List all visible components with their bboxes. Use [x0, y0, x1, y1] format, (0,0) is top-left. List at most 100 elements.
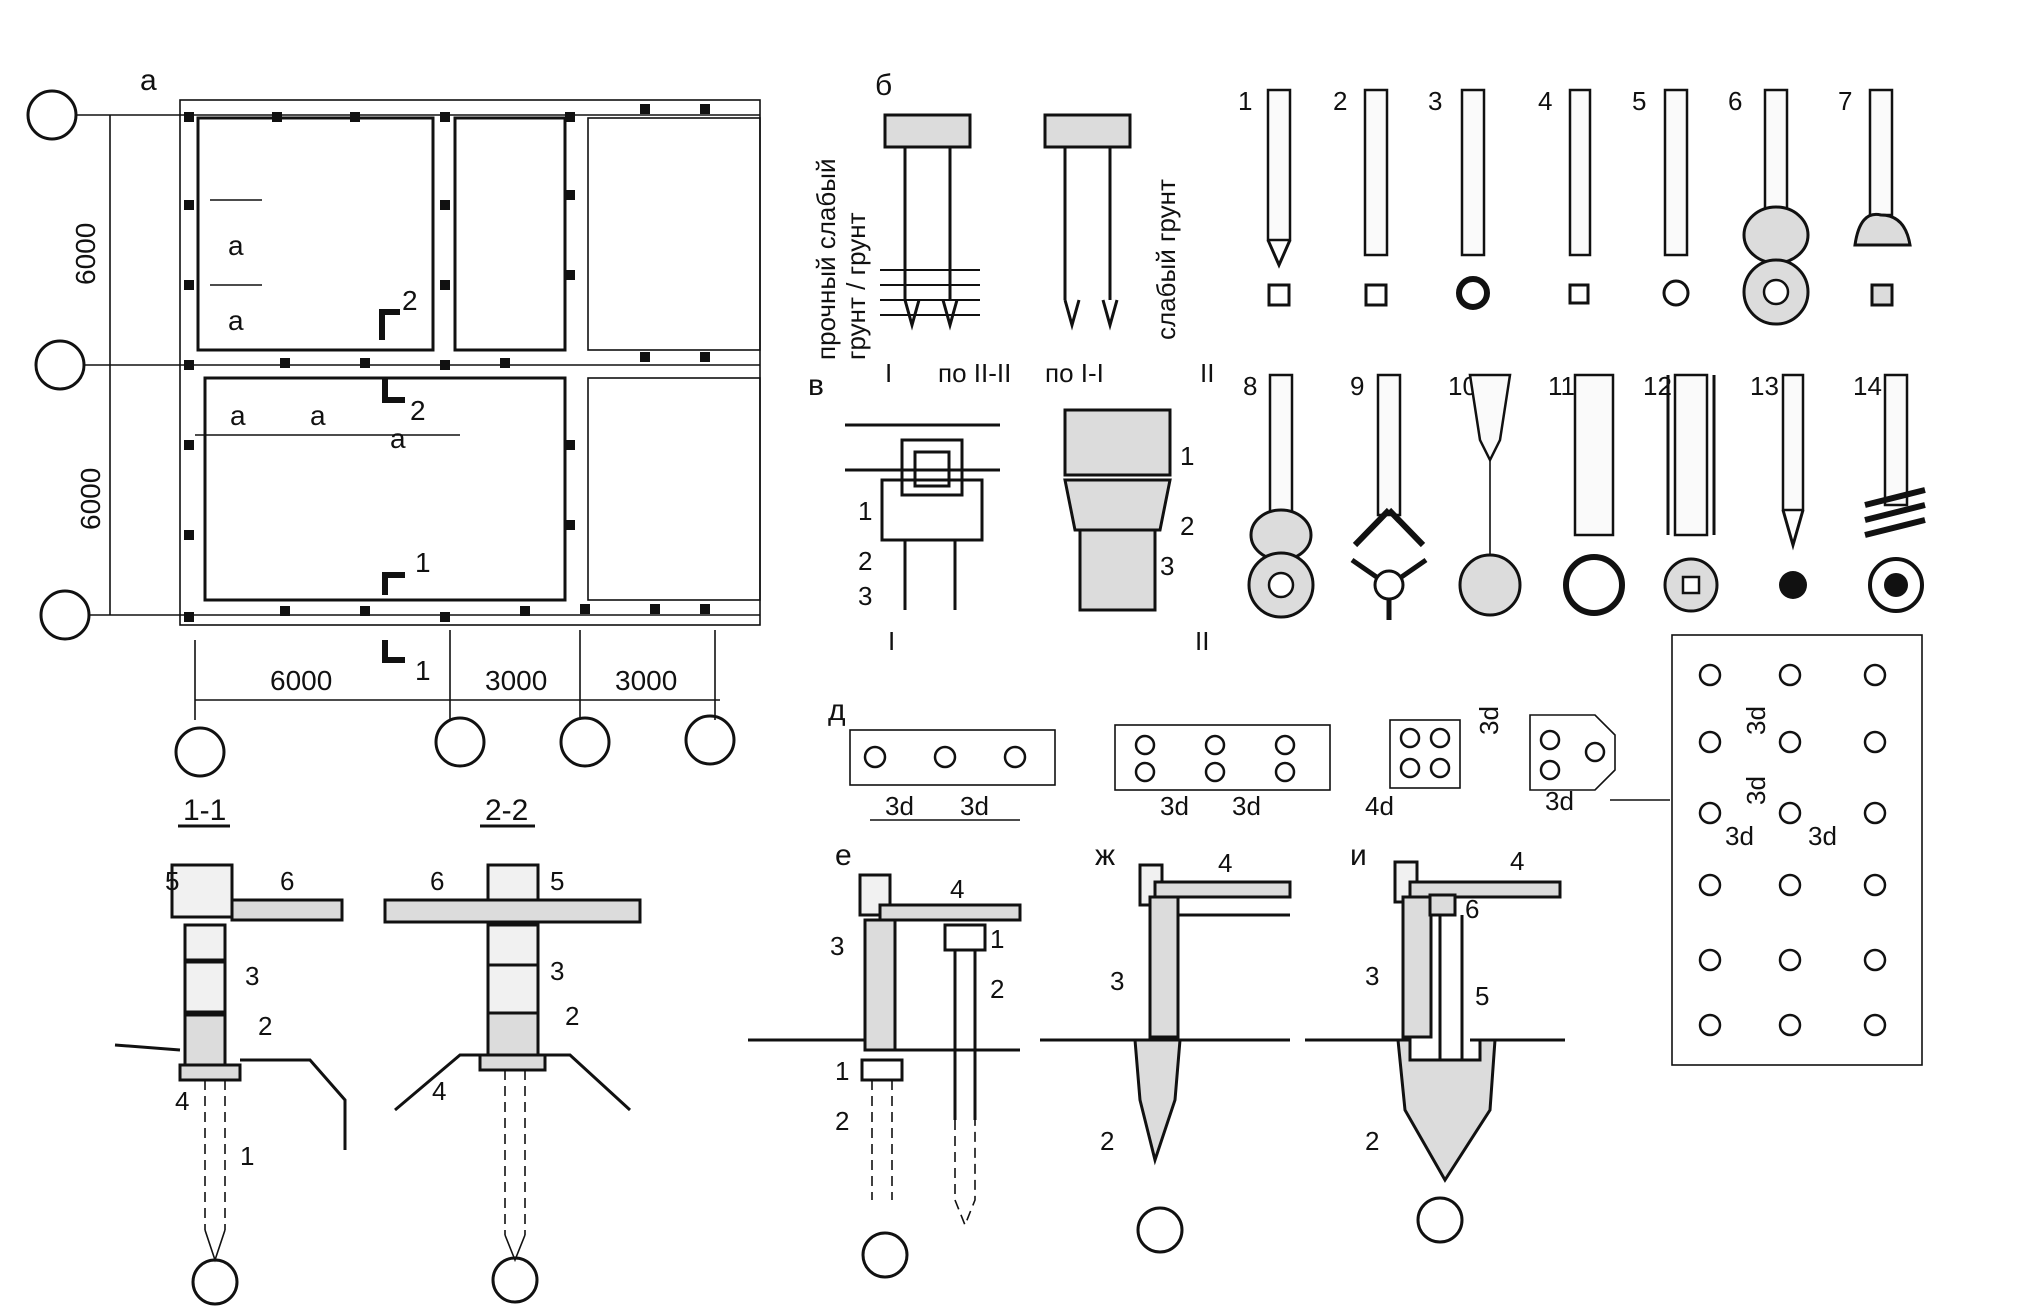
spacing-3d: 3d [885, 791, 914, 821]
pile-type-number: 3 [1428, 86, 1442, 116]
callout: 2 [835, 1106, 849, 1136]
dim-h3: 3000 [615, 665, 677, 696]
pile-grid [1698, 663, 1887, 1037]
callout: 2 [1100, 1126, 1114, 1156]
spacing-3d: 3d [1741, 706, 1771, 735]
pile-types-panel: 1 2 3 4 5 6 7 8 [1238, 86, 1926, 620]
callout: 3 [858, 581, 872, 611]
soil-label-strong: прочный слабый [811, 159, 841, 361]
section-1-1: 1-1 5 6 3 2 4 1 [114, 794, 347, 1306]
callout: 4 [1510, 846, 1524, 876]
callout: 4 [432, 1076, 446, 1106]
plan-piles [184, 104, 710, 622]
callout: 3 [1365, 961, 1379, 991]
spacing-3d: 3d [1725, 821, 1754, 851]
panel-label-v: в [808, 369, 824, 402]
section-title: 2-2 [485, 794, 528, 827]
axis-bubble [26, 89, 78, 141]
callout: 5 [1475, 981, 1489, 1011]
axis-bubble [684, 714, 736, 766]
section-mark-II: II [1195, 626, 1209, 656]
pile-type-number: 2 [1333, 86, 1347, 116]
callout: 2 [565, 1001, 579, 1031]
callout: 2 [1365, 1126, 1379, 1156]
spacing-mark-a: а [230, 400, 246, 431]
section-mark-II: II [1200, 358, 1214, 388]
soil-label-right: слабый грунт [1151, 179, 1181, 340]
callout: 2 [990, 974, 1004, 1004]
pile-type-number: 6 [1728, 86, 1742, 116]
joint-panel: в I по II-II 1 2 3 I по I-I II 1 2 3 II [808, 358, 1214, 656]
axis-bubble [34, 339, 86, 391]
axis-bubble [434, 716, 486, 768]
callout: 3 [550, 956, 564, 986]
callout: 2 [1180, 511, 1194, 541]
dim-h1: 6000 [270, 665, 332, 696]
pile-type-number: 7 [1838, 86, 1852, 116]
foundation-e: е 4 3 1 2 1 2 [748, 839, 1022, 1279]
foundation-i: и 4 6 3 5 2 [1305, 839, 1565, 1244]
spacing-3d: 3d [1545, 786, 1574, 816]
dim-h2: 3000 [485, 665, 547, 696]
section-mark: 1 [415, 655, 431, 686]
panel-label-i: и [1350, 839, 1367, 872]
dim-v2: 6000 [75, 468, 106, 530]
pile-type-number: 5 [1632, 86, 1646, 116]
callout: 6 [280, 866, 294, 896]
axis-bubble [174, 726, 226, 778]
callout: 5 [550, 866, 564, 896]
axis-bubble [559, 716, 611, 768]
foundation-zh: ж 4 3 2 [1040, 839, 1292, 1254]
callout: 3 [1160, 551, 1174, 581]
section-mark: 1 [415, 547, 431, 578]
pile-type-number: 14 [1853, 371, 1882, 401]
spacing-mark-a: а [390, 423, 406, 454]
section-2-2: 2-2 6 5 3 2 4 [383, 794, 642, 1304]
spacing-3d: 3d [1474, 706, 1504, 735]
panel-label-e: е [835, 839, 852, 872]
spacing-3d: 3d [1741, 776, 1771, 805]
panel-label-b: б [875, 69, 892, 102]
callout: 1 [990, 924, 1004, 954]
callout: 1 [1180, 441, 1194, 471]
callout: 6 [430, 866, 444, 896]
soil-panel: б прочный слабый грунт / грунт слабый гр… [811, 69, 1181, 360]
section-mark: 2 [410, 395, 426, 426]
callout: 4 [175, 1086, 189, 1116]
callout: 2 [858, 546, 872, 576]
callout: 6 [1465, 894, 1479, 924]
pile-type-number: 4 [1538, 86, 1552, 116]
pile-type-number: 11 [1548, 371, 1575, 401]
callout: 3 [1110, 966, 1124, 996]
pile-type-number: 1 [1238, 86, 1252, 116]
plan-panel: а 6000 6000 [26, 64, 761, 778]
section-right-label: по I-I [1045, 358, 1104, 388]
section-left-label: по II-II [938, 358, 1011, 388]
callout: 2 [258, 1011, 272, 1041]
section-title: 1-1 [183, 794, 226, 827]
callout: 3 [245, 961, 259, 991]
spacing-mark-a: а [228, 305, 244, 336]
callout: 4 [950, 874, 964, 904]
spacing-panel: д 3d 3d 3d 3d 4d 3d 3d [828, 634, 1923, 1066]
spacing-mark-a: а [310, 400, 326, 431]
callout: 1 [240, 1141, 254, 1171]
section-mark: 2 [402, 285, 418, 316]
spacing-3d: 3d [1232, 791, 1261, 821]
dim-v1: 6000 [70, 223, 101, 285]
callout: 1 [858, 496, 872, 526]
soil-label-weak: грунт / грунт [841, 212, 871, 360]
callout: 4 [1218, 848, 1232, 878]
section-mark-I: I [888, 626, 895, 656]
callout: 3 [830, 931, 844, 961]
spacing-3d: 3d [1808, 821, 1837, 851]
panel-label-d: д [828, 694, 846, 727]
spacing-4d: 4d [1365, 791, 1394, 821]
spacing-3d: 3d [1160, 791, 1189, 821]
callout: 1 [835, 1056, 849, 1086]
pile-type-number: 8 [1243, 371, 1257, 401]
axis-bubble [39, 589, 91, 641]
panel-label-a: а [140, 64, 157, 97]
